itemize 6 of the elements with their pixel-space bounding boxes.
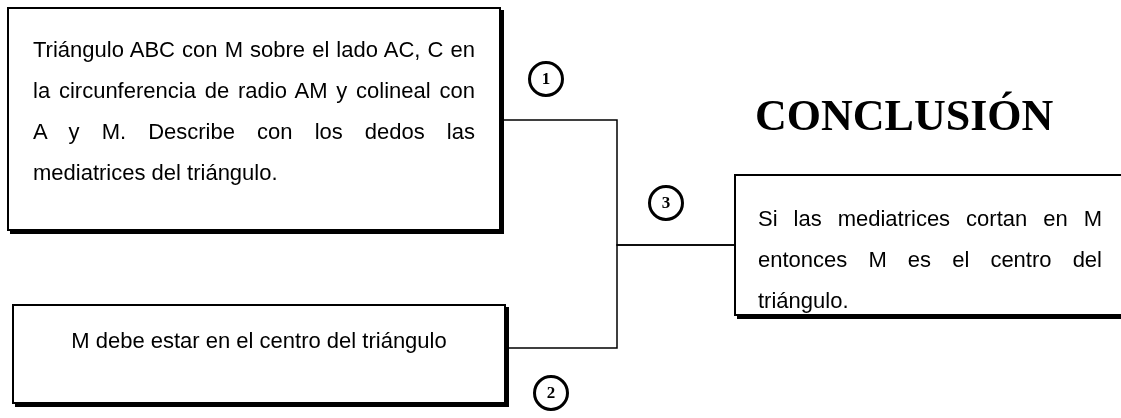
text-box <box>734 174 1121 316</box>
box-text: Si las mediatrices cortan en M entonces M es el centro del triángulo. <box>757 205 1103 315</box>
box-text: M debe estar en el centro del triángulo <box>70 327 448 355</box>
box-text: Triángulo ABC con M sobre el lado AC, C en la circunferencia de radio AM y colineal con A y M. Describe con los dedos las mediatrices del triángulo. <box>32 36 476 187</box>
text-box <box>12 304 506 404</box>
text-box <box>7 7 501 231</box>
